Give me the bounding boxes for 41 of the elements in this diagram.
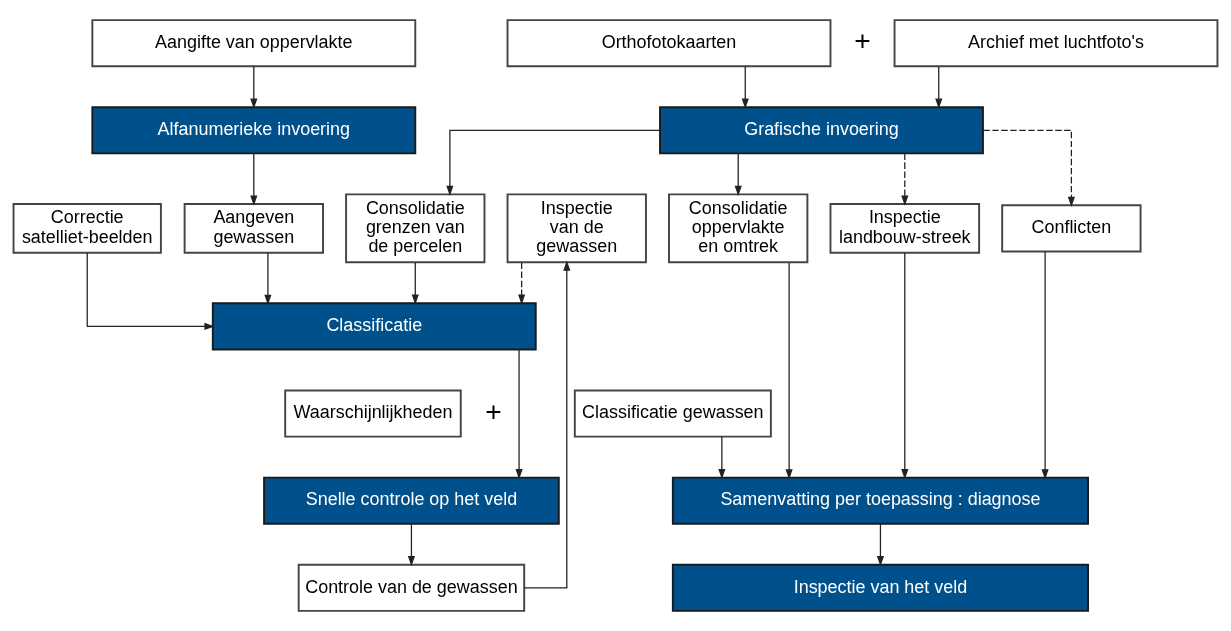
arrow (518, 262, 526, 305)
arrow (734, 152, 742, 197)
node-box: Consolidatie oppervlakte en omtrek (668, 193, 809, 264)
arrow (446, 129, 661, 196)
node-box: Consolidatie grenzen van de percelen (345, 193, 486, 264)
label: + (485, 394, 502, 427)
node-box: Controle van de gewassen (297, 563, 526, 612)
arrow (785, 262, 793, 480)
arrow (982, 129, 1075, 208)
node-box: Grafische invoering (659, 106, 984, 155)
node-box: Classificatie gewassen (573, 389, 772, 438)
arrow (741, 65, 749, 109)
node-box: Inspectie landbouw-streek (829, 203, 981, 254)
node-box: Inspectie van het veld (671, 563, 1089, 612)
node-box: Inspectie van de gewassen (506, 193, 647, 264)
node-box: Aangeven gewassen (183, 203, 324, 254)
node-box: Aangifte van oppervlakte (91, 19, 417, 68)
arrow (407, 523, 416, 567)
arrow (515, 348, 523, 480)
arrow (901, 152, 909, 206)
arrow (876, 523, 885, 567)
arrow (264, 252, 272, 305)
label: + (854, 24, 871, 57)
arrow (523, 260, 571, 589)
node-box: Alfanumerieke invoering (91, 106, 417, 155)
node-box: Waarschijnlijkheden (284, 389, 462, 438)
node-box: Snelle controle op het veld (263, 476, 560, 525)
node-box: Samenvatting per toepassing : diagnose (671, 476, 1089, 525)
node-box: Correctie satelliet-beelden (12, 203, 162, 254)
arrow (86, 252, 215, 330)
node-box: Conflicten (1001, 204, 1142, 253)
node-box: Archief met luchtfoto's (893, 19, 1219, 68)
arrow (411, 262, 419, 305)
node-box: Classificatie (211, 302, 537, 351)
arrow (718, 436, 726, 480)
arrow (901, 252, 909, 480)
arrow (250, 65, 258, 109)
arrow (250, 152, 258, 206)
arrow (935, 65, 943, 109)
arrow (1041, 250, 1049, 480)
node-box: Orthofotokaarten (506, 19, 832, 68)
